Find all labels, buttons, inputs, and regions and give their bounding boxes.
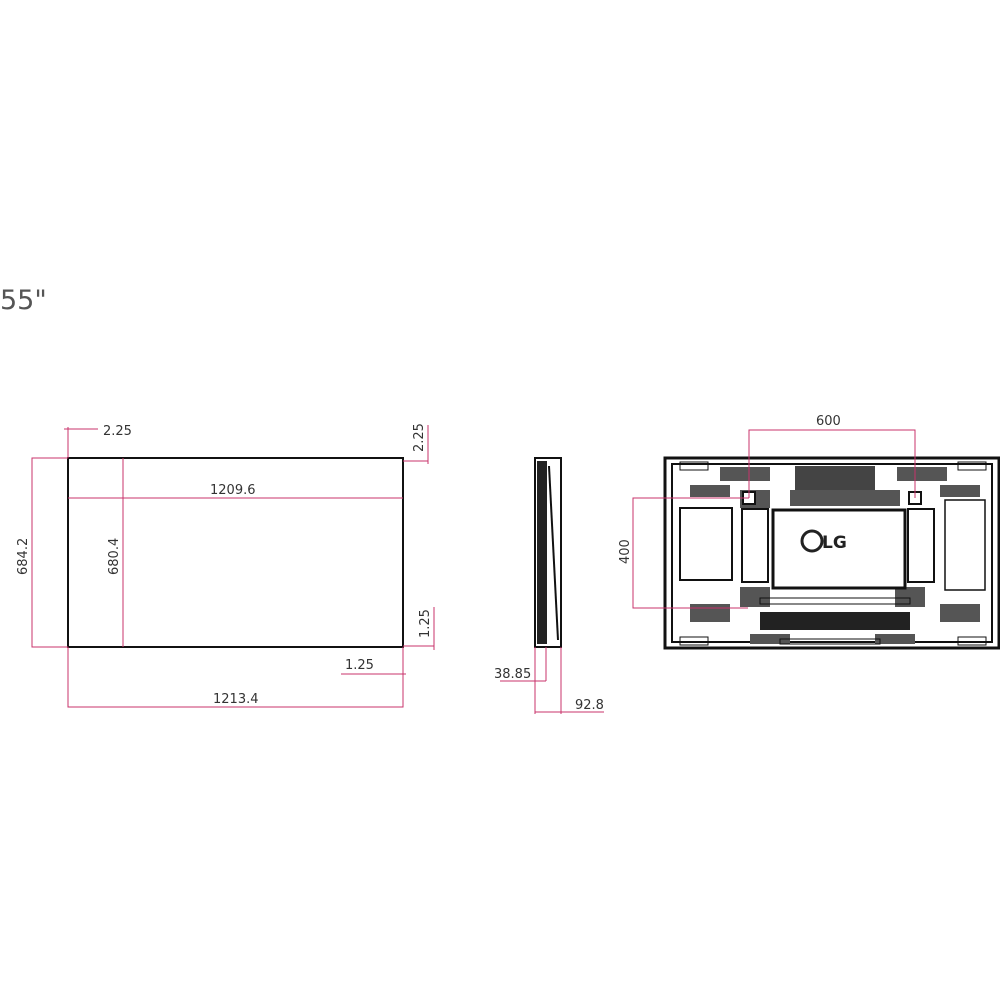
lg-logo: LG <box>800 529 847 553</box>
vent-grid <box>750 634 790 644</box>
bottom-bezel-label: 1.25 <box>345 658 374 673</box>
vesa-height-line <box>632 497 749 609</box>
vent-grid <box>690 604 730 622</box>
back-center-panel <box>771 508 907 590</box>
vesa-width-line <box>748 429 916 498</box>
active-height-label: 680.4 <box>107 538 122 575</box>
back-corner-slot <box>679 461 709 471</box>
side-thin-depth-label: 38.85 <box>494 667 531 682</box>
back-view: LG 600 400 <box>618 414 1000 650</box>
side-outline <box>534 457 562 648</box>
vent-grid <box>690 485 730 497</box>
vent-grid <box>790 490 900 506</box>
overall-height-label: 684.2 <box>16 538 31 575</box>
side-view: 38.85 92.8 <box>494 457 604 714</box>
lg-logo-text: LG <box>822 533 847 553</box>
top-right-bezel-label: 2.25 <box>412 423 427 452</box>
back-outline <box>663 456 1000 650</box>
side-detail-line <box>548 465 559 641</box>
overall-width-label: 1213.4 <box>213 692 259 707</box>
overall-height-line <box>31 457 68 648</box>
back-side-panel <box>679 507 733 581</box>
vesa-width-label: 600 <box>816 414 841 429</box>
vent-grid <box>897 467 947 481</box>
bottom-rail <box>759 597 911 605</box>
right-bottom-bezel-label: 1.25 <box>418 609 433 638</box>
back-side-panel <box>741 508 769 583</box>
side-panel-detail <box>537 461 547 644</box>
back-inner-frame <box>671 463 993 643</box>
back-corner-slot <box>957 461 987 471</box>
vent-grid <box>795 466 875 490</box>
vent-grid <box>720 467 770 481</box>
vent-grid <box>940 604 980 622</box>
vesa-height-label: 400 <box>618 539 633 564</box>
active-width-label: 1209.6 <box>210 483 256 498</box>
back-side-panel <box>907 508 935 583</box>
vent-grid <box>875 634 915 644</box>
vent-grid <box>940 485 980 497</box>
front-view: 1209.6 680.4 684.2 2.25 2.25 1.25 1.25 1… <box>16 423 435 708</box>
back-corner-slot <box>957 636 987 646</box>
model-size-title: 55" <box>0 285 47 316</box>
vent-grid <box>895 587 925 607</box>
terminal-strip <box>760 612 910 630</box>
bottom-rail <box>779 638 881 645</box>
back-corner-slot <box>679 636 709 646</box>
vent-grid <box>740 587 770 607</box>
side-total-depth-label: 92.8 <box>575 698 604 713</box>
top-left-bezel-label: 2.25 <box>103 424 132 439</box>
overall-width-line <box>67 647 404 708</box>
front-outline <box>67 457 404 648</box>
back-side-panel <box>944 499 986 591</box>
